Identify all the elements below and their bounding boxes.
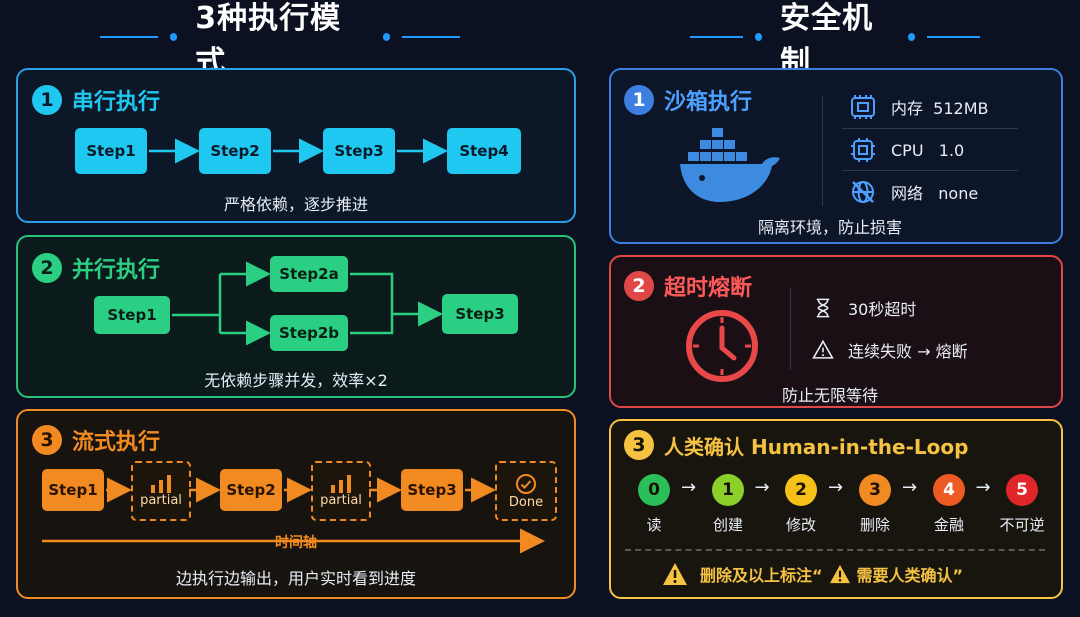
timeout-limit-row: 30秒超时 <box>812 296 916 320</box>
risk-level-4-label: 金融 <box>933 516 964 534</box>
sandbox-header: 1 沙箱执行 <box>624 84 752 116</box>
memory-chip-icon <box>851 95 875 119</box>
warning-icon <box>829 564 850 584</box>
timeout-caption: 防止无限等待 <box>781 386 878 405</box>
stream-header: 3 流式执行 <box>32 424 160 456</box>
serial-number-badge: 1 <box>32 85 62 115</box>
warning-icon <box>663 563 687 585</box>
risk-level-arrow: → <box>975 477 991 498</box>
stream-partial-2-label: partial <box>320 492 362 508</box>
parallel-number-badge: 2 <box>32 253 62 283</box>
bar-chart-icon <box>151 474 171 493</box>
risk-level-2-label: 修改 <box>785 516 816 534</box>
sandbox-panel <box>609 68 1063 244</box>
serial-step-2: Step2 <box>199 128 271 174</box>
sandbox-caption: 隔离环境，防止损害 <box>757 218 902 237</box>
check-circle-icon <box>516 473 536 494</box>
stream-caption: 边执行边输出，用户实时看到进度 <box>175 569 416 588</box>
risk-level-2-badge: 2 <box>785 474 817 506</box>
bar-chart-icon <box>331 474 351 493</box>
stream-done: Done <box>495 461 557 521</box>
risk-level-4-badge: 4 <box>933 474 965 506</box>
stream-partial-2: partial <box>311 461 371 521</box>
risk-level-arrow: → <box>754 477 770 498</box>
left-section-title: 3种执行模式 <box>100 1 460 80</box>
sandbox-network-text: 网络 none <box>891 184 979 203</box>
serial-caption: 严格依赖，逐步推进 <box>223 195 368 214</box>
warning-icon <box>812 339 834 359</box>
sandbox-memory-row: 内存 512MB <box>849 93 989 121</box>
risk-level-0-label: 读 <box>646 516 662 534</box>
stream-step-2: Step2 <box>220 469 282 511</box>
timeout-breaker-row: 连续失败 → 熔断 <box>812 338 968 362</box>
confirm-note-pre: 删除及以上标注“ <box>700 566 823 585</box>
stream-number-badge: 3 <box>32 425 62 455</box>
timeout-panel <box>609 255 1063 408</box>
parallel-caption: 无依赖步骤并发，效率×2 <box>204 371 388 390</box>
confirm-note: 删除及以上标注“ 需要人类确认” <box>662 562 963 586</box>
serial-step-4: Step4 <box>447 128 521 174</box>
cpu-chip-icon <box>851 138 875 162</box>
sandbox-network-row: 网络 none <box>849 178 978 206</box>
sandbox-number-badge: 1 <box>624 85 654 115</box>
confirm-title: 人类确认 Human-in-the-Loop <box>664 434 969 459</box>
parallel-step-start: Step1 <box>94 296 170 334</box>
serial-step-3: Step3 <box>323 128 395 174</box>
parallel-title: 并行执行 <box>72 258 161 283</box>
risk-level-3-label: 删除 <box>859 516 890 534</box>
risk-level-1-label: 创建 <box>712 516 743 534</box>
stream-partial-1-label: partial <box>140 492 182 508</box>
confirm-note-mid: 需要人类确认” <box>856 566 964 585</box>
risk-level-5-badge: 5 <box>1006 474 1038 506</box>
serial-title: 串行执行 <box>72 90 161 115</box>
parallel-step-end: Step3 <box>442 294 518 334</box>
confirm-number-badge: 3 <box>624 430 654 460</box>
hourglass-icon <box>816 298 830 318</box>
stream-done-label: Done <box>508 494 544 510</box>
timeout-breaker-text: 连续失败 → 熔断 <box>848 342 968 361</box>
stream-panel <box>16 409 576 599</box>
parallel-branch-a: Step2a <box>270 256 348 292</box>
left-title-text: 3种执行模式 <box>195 1 342 80</box>
risk-level-3-badge: 3 <box>859 474 891 506</box>
confirm-header: 3 人类确认 Human-in-the-Loop <box>624 430 968 460</box>
risk-level-arrow: → <box>902 477 918 498</box>
stream-timeline-label: 时间轴 <box>256 532 336 552</box>
stream-title: 流式执行 <box>72 430 161 455</box>
sandbox-cpu-text: CPU 1.0 <box>891 140 965 160</box>
timeout-title: 超时熔断 <box>664 276 753 301</box>
risk-level-1-badge: 1 <box>712 474 744 506</box>
stream-step-1: Step1 <box>42 469 104 511</box>
risk-level-arrow: → <box>828 477 844 498</box>
clock-icon <box>686 310 758 382</box>
risk-level-5-label: 不可逆 <box>999 516 1045 534</box>
stream-step-3: Step3 <box>401 469 463 511</box>
docker-whale-icon <box>680 128 780 202</box>
timeout-limit-text: 30秒超时 <box>848 300 917 319</box>
right-section-title: 安全机制 <box>690 1 980 80</box>
parallel-header: 2 并行执行 <box>32 252 160 284</box>
network-disabled-icon <box>852 181 874 203</box>
parallel-branch-b: Step2b <box>270 315 348 351</box>
sandbox-cpu-row: CPU 1.0 <box>849 136 964 164</box>
timeout-header: 2 超时熔断 <box>624 270 752 302</box>
sandbox-memory-text: 内存 512MB <box>891 99 989 118</box>
confirm-panel <box>609 419 1063 599</box>
sandbox-title: 沙箱执行 <box>664 90 753 115</box>
serial-step-1: Step1 <box>75 128 147 174</box>
risk-level-0-badge: 0 <box>638 474 670 506</box>
serial-header: 1 串行执行 <box>32 84 160 116</box>
timeout-number-badge: 2 <box>624 271 654 301</box>
risk-level-arrow: → <box>681 477 697 498</box>
stream-partial-1: partial <box>131 461 191 521</box>
